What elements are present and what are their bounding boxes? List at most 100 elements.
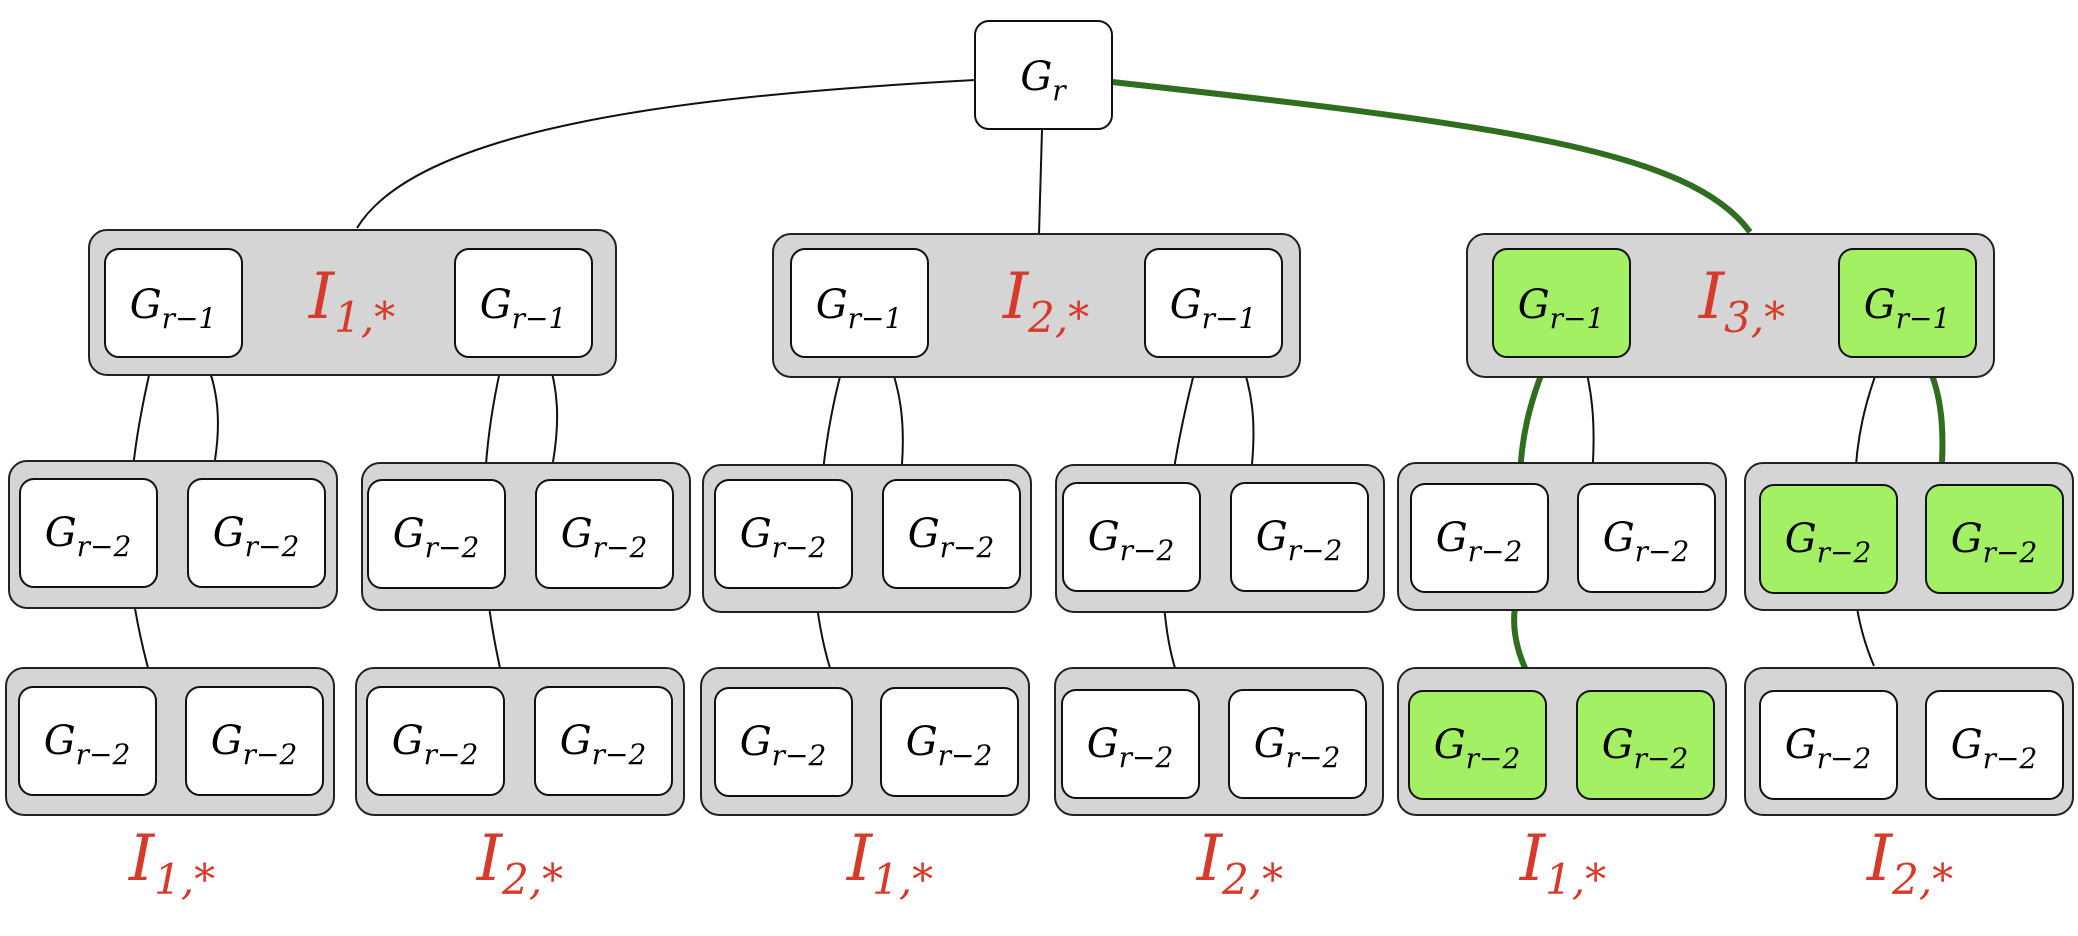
level3-group-4: Gr−2 Gr−2 I2,* [1054,667,1384,904]
level2-group-1-node-1-base: G [45,510,77,556]
level3-group-1-set-base: I [128,822,156,896]
level1-group-1-left-label: Gr−1 [130,282,217,335]
edge-root-to-l1-group3-highlight [1111,79,1753,234]
level3-group-6-set-sub: 2,* [1891,855,1953,904]
level3-group-5-node-2-label: Gr−2 [1602,722,1689,775]
level3-group-4-node-1-label: Gr−2 [1087,721,1174,774]
level2-group-6-node-1-box [1759,484,1898,594]
level1-group-1-right-sub: r−1 [512,302,567,335]
level1-group-3-left-base: G [1518,282,1550,328]
level2-group-4-node-1-box [1062,482,1201,592]
level2-group-6-node-2-base: G [1951,516,1983,562]
level2-group-1-node-2-label: Gr−2 [213,510,300,563]
level3-group-1: Gr−2 Gr−2 I1,* [5,667,335,904]
level2-group-5-node-1-base: G [1436,515,1468,561]
level3-group-1-node-1-sub: r−2 [76,738,131,771]
root-sub: r [1052,74,1067,107]
level3-group-3-node-1-label: Gr−2 [740,719,827,772]
level2-group-5-node-2-label: Gr−2 [1603,515,1690,568]
level2-group-2-node-2-label: Gr−2 [561,511,648,564]
level3-group-5-node-1-base: G [1434,722,1466,768]
level2-group-1: Gr−2 Gr−2 [8,460,338,609]
level3-group-2-node-1-base: G [392,718,424,764]
level2-group-2-node-1-box [367,479,506,589]
level2-group-4-node-1-base: G [1088,514,1120,560]
level3-group-1-node-2-sub: r−2 [243,738,298,771]
level3-group-6-set-label: I2,* [1866,822,1953,904]
level2-group-4-node-2-base: G [1256,514,1288,560]
level1-group-1: Gr−1 I1,* Gr−1 [88,229,617,376]
level3-group-4-node-2-label: Gr−2 [1254,721,1341,774]
level2-group-5: Gr−2 Gr−2 [1397,462,1727,611]
level1-group-3-right-sub: r−1 [1896,302,1951,335]
edge-root-to-l1-group1 [356,79,976,229]
level2-group-4-node-1-sub: r−2 [1120,534,1175,567]
level1-group-1-right-box [454,248,593,358]
level2-group-6: Gr−2 Gr−2 [1744,462,2074,611]
level1-group-3-left-box [1492,248,1631,358]
level3-group-6-node-2-label: Gr−2 [1951,722,2038,775]
level3-group-1-node-2-box [185,686,324,796]
level3-group-2-node-2-label: Gr−2 [560,718,647,771]
level3-group-4-node-2-base: G [1254,721,1286,767]
level2-group-6-node-1-base: G [1785,516,1817,562]
level3-group-4-set-base: I [1196,822,1224,896]
level1-group-1-left-base: G [130,282,162,328]
level2-group-3-node-2-sub: r−2 [940,531,995,564]
level2-group-3-node-1-box [714,479,853,589]
level3-group-4-node-2-sub: r−2 [1286,741,1341,774]
level1-group-1-set-label: I1,* [308,260,395,342]
level2-group-4-node-2-box [1230,482,1369,592]
level3-group-2-node-1-box [366,686,505,796]
level1-group-3-left-label: Gr−1 [1518,282,1605,335]
level3-group-6-node-2-sub: r−2 [1983,742,2038,775]
level3-group-4-set-sub: 2,* [1221,855,1283,904]
level3-group-5-node-1-box [1408,690,1547,800]
level1-group-2-set-label: I2,* [1002,260,1089,342]
level1-group-2-right-sub: r−1 [1202,302,1257,335]
level1-group-3: Gr−1 I3,* Gr−1 [1466,233,1995,378]
level1-group-3-right-box [1838,248,1977,358]
level2-group-6-node-2-label: Gr−2 [1951,516,2038,569]
level3-group-4-set-label: I2,* [1196,822,1283,904]
root-node-box [974,20,1113,130]
level2-group-3-node-2-label: Gr−2 [908,511,995,564]
level3-group-2-set-base: I [476,822,504,896]
level3-group-5-set-sub: 1,* [1545,855,1606,904]
level1-group-1-set-sub: 1,* [334,293,395,342]
level3-group-4-node-1-base: G [1087,721,1119,767]
level3-group-5-set-label: I1,* [1519,822,1606,904]
level2-group-5-node-2-sub: r−2 [1635,535,1690,568]
level3-group-1-set-label: I1,* [128,822,215,904]
level3-group-1-node-2-base: G [211,718,243,764]
level2-group-2-node-2-box [535,479,674,589]
level2-group-5-node-2-box [1577,483,1716,593]
level3-group-4-node-1-box [1061,689,1200,799]
level3-group-1-node-1-box [18,686,157,796]
level1-group-2-left-sub: r−1 [848,302,903,335]
root-base: G [1020,54,1052,100]
level1-group-3-left-sub: r−1 [1550,302,1605,335]
level3-group-6: Gr−2 Gr−2 I2,* [1744,667,2074,904]
level3-group-6-node-1-box [1759,690,1898,800]
level1-group-2-right-base: G [1170,282,1202,328]
level2-group-1-node-2-sub: r−2 [245,530,300,563]
level3-group-3-node-1-sub: r−2 [772,739,827,772]
level2-group-2-node-1-sub: r−2 [425,531,480,564]
level2-group-6-node-2-sub: r−2 [1983,536,2038,569]
level2-group-3: Gr−2 Gr−2 [702,464,1032,613]
level2-group-2-node-2-base: G [561,511,593,557]
edge-l1g1-right-to-l2g2 [484,357,504,481]
level2-group-3-node-2-base: G [908,511,940,557]
level1-group-2-left-base: G [816,282,848,328]
level1-group-3-set-sub: 3,* [1724,293,1785,342]
level3-group-2-set-sub: 2,* [501,855,563,904]
level3-group-3-node-2-label: Gr−2 [906,719,993,772]
level1-group-1-left-sub: r−1 [162,302,217,335]
level3-group-5-node-1-sub: r−2 [1466,742,1521,775]
edge-root-to-l1-group2 [1038,129,1043,235]
level1-group-1-right-base: G [480,282,512,328]
level2-group-1-node-1-label: Gr−2 [45,510,132,563]
level3-group-1-set-sub: 1,* [154,855,215,904]
